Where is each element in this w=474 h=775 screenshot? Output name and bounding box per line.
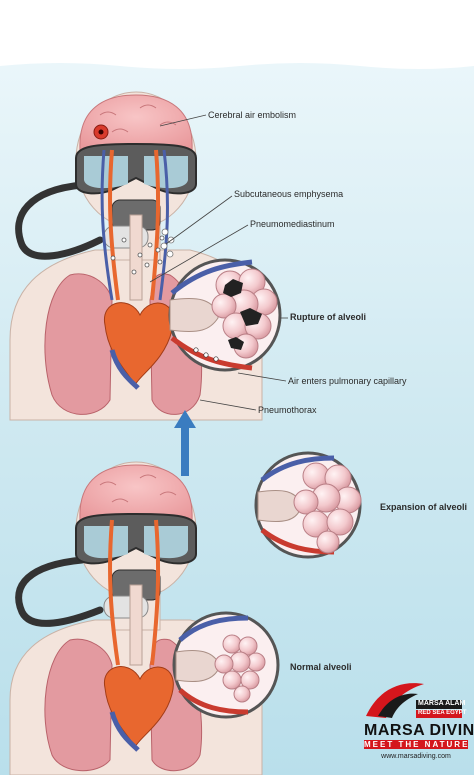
bronchiole [257,489,301,523]
rupture-2 [240,308,262,326]
magnifier-rupture [168,258,282,372]
carotid-right [150,519,161,666]
logo-fin-black [378,693,418,718]
capillary-vein [260,455,335,482]
mask-lens-left [84,526,128,559]
regulator-hose [15,556,104,627]
sky [0,0,474,66]
air-bubbles [110,235,165,275]
carotid-left [108,149,120,301]
arrow-shaft [181,426,189,476]
regulator-hose [15,181,104,260]
logo-top-line: MARSA ALAM [418,700,466,707]
logo-tagline-bar [364,740,468,749]
capillary-artery [178,688,249,715]
capillary-vein [178,615,249,642]
brain-folds [99,474,177,503]
label-normal-alveoli: Normal alveoli [290,662,352,672]
bronchiole [175,649,219,683]
embolism-core [98,129,104,135]
jugular-left [100,149,114,301]
alveoli-cluster-normal [214,634,266,703]
carotid-left [108,519,120,666]
left-lung [44,638,113,772]
jugular-right [158,149,169,301]
mask-lens-right [144,526,188,559]
logo-subbar [416,710,462,718]
leader-pneumothorax [199,399,257,411]
brain [79,94,193,151]
label-pneumomediastinum: Pneumomediastinum [250,219,335,229]
heart-vein [109,711,140,752]
trachea [129,214,143,301]
capillary-vein [170,259,253,295]
magnifier-normal [172,611,280,719]
alveoli-cluster-expansion [293,462,362,554]
bronchiole [169,298,219,332]
capillary-bubbles [193,347,219,362]
brain [79,464,193,521]
logo-topbar [416,700,462,709]
leader-subcutaneous [165,195,233,245]
logo-url[interactable]: www.marsadiving.com [381,753,451,760]
label-subcutaneous-emphysema: Subcutaneous emphysema [234,189,344,199]
rupture-3 [228,337,244,350]
leader-lines [149,114,288,411]
leader-cerebral [159,114,207,127]
label-rupture-of-alveoli: Rupture of alveoli [290,312,367,322]
logo-tagline: MEET THE NATURE [364,740,470,749]
label-air-enters-pulmonary-capillary: Air enters pulmonary capillary [288,376,407,386]
logo-sub-line: RED SEA EGYPT [418,710,467,716]
progression-arrow [174,410,196,476]
rupture-1 [223,279,243,297]
label-pneumothorax: Pneumothorax [258,405,317,415]
mask-lens-left [84,156,128,189]
logo-mark [364,683,468,749]
magnifier-expansion [254,451,362,559]
capillary-artery [170,336,253,371]
label-expansion-of-alveoli: Expansion of alveoli [380,502,468,512]
heart-vein [109,349,140,390]
logo-brand: MARSA DIVING [364,722,474,739]
trachea [129,584,143,666]
brain-folds [99,104,177,133]
leader-pneumomediastinum [149,224,249,283]
left-lung [44,273,113,415]
arrow-head [174,410,196,428]
label-cerebral-air-embolism: Cerebral air embolism [208,110,297,120]
leader-air-capillary [237,372,287,382]
